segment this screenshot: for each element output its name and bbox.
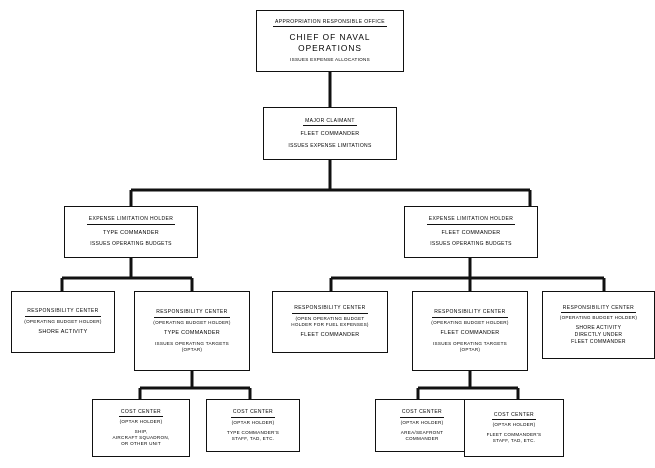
node-action: ISSUES OPERATING BUDGETS	[90, 241, 172, 248]
node-name: TYPE COMMANDER'S STAFF, TAD, ETC.	[226, 429, 280, 441]
node-responsibility-center-fleet-commander[interactable]: RESPONSIBILITY CENTER (OPERATING BUDGET …	[412, 291, 528, 371]
node-header: EXPENSE LIMITATION HOLDER	[426, 216, 516, 225]
node-name: TYPE COMMANDER	[102, 229, 160, 236]
node-appropriation-responsible-office[interactable]: APPROPRIATION RESPONSIBLE OFFICE CHIEF O…	[256, 10, 404, 72]
node-responsibility-center-shore-activity[interactable]: RESPONSIBILITY CENTER (OPERATING BUDGET …	[11, 291, 115, 353]
node-header: COST CENTER	[118, 409, 164, 418]
node-name: FLEET COMMANDER	[440, 329, 500, 336]
node-header: RESPONSIBILITY CENTER	[154, 309, 230, 318]
node-header: RESPONSIBILITY CENTER	[292, 305, 368, 314]
node-qualifier: (OPERATING BUDGET HOLDER)	[431, 319, 509, 325]
node-header: COST CENTER	[491, 412, 537, 421]
node-qualifier: (OPEN OPERATING BUDGET HOLDER FOR FUEL E…	[291, 315, 369, 327]
node-responsibility-center-fuel-expenses[interactable]: RESPONSIBILITY CENTER (OPEN OPERATING BU…	[272, 291, 388, 353]
node-cost-center-type-commander-staff[interactable]: COST CENTER (OPTAR HOLDER) TYPE COMMANDE…	[206, 399, 300, 452]
node-action: ISSUES OPERATING TARGETS (OPTAR)	[432, 340, 507, 352]
node-expense-limitation-holder-fleet-commander[interactable]: EXPENSE LIMITATION HOLDER FLEET COMMANDE…	[404, 206, 538, 258]
node-responsibility-center-shore-activity-under-fleet[interactable]: RESPONSIBILITY CENTER (OPERATING BUDGET …	[542, 291, 655, 359]
node-name: CHIEF OF NAVAL OPERATIONS	[289, 32, 371, 54]
node-header: COST CENTER	[399, 409, 445, 418]
node-qualifier: (OPERATING BUDGET HOLDER)	[24, 318, 102, 324]
node-name: SHIP, AIRCRAFT SQUADRON, OR OTHER UNIT	[112, 429, 170, 447]
node-header: RESPONSIBILITY CENTER	[25, 308, 101, 317]
node-cost-center-ship-unit[interactable]: COST CENTER (OPTAR HOLDER) SHIP, AIRCRAF…	[92, 399, 190, 457]
node-header: EXPENSE LIMITATION HOLDER	[86, 216, 176, 225]
node-header: APPROPRIATION RESPONSIBLE OFFICE	[273, 19, 387, 28]
node-major-claimant[interactable]: MAJOR CLAIMANT FLEET COMMANDER ISSUES EX…	[263, 107, 397, 160]
node-cost-center-area-seafront-commander[interactable]: COST CENTER (OPTAR HOLDER) AREA/SEAFRONT…	[375, 399, 469, 452]
node-header: COST CENTER	[230, 409, 276, 418]
node-qualifier: (OPTAR HOLDER)	[400, 419, 444, 425]
node-qualifier: (OPERATING BUDGET HOLDER)	[153, 319, 231, 325]
node-name: SHORE ACTIVITY DIRECTLY UNDER FLEET COMM…	[571, 325, 626, 345]
node-qualifier: (OPTAR HOLDER)	[231, 419, 275, 425]
node-qualifier: (OPERATING BUDGET HOLDER)	[559, 315, 638, 321]
node-header: MAJOR CLAIMANT	[303, 118, 357, 127]
node-action: ISSUES EXPENSE LIMITATIONS	[288, 142, 372, 149]
node-name: FLEET COMMANDER	[300, 131, 360, 138]
node-qualifier: (OPTAR HOLDER)	[119, 419, 163, 425]
node-name: FLEET COMMANDER	[441, 229, 501, 236]
node-name: FLEET COMMANDER'S STAFF, TAD, ETC.	[486, 432, 542, 444]
node-header: RESPONSIBILITY CENTER	[432, 309, 508, 318]
node-name: SHORE ACTIVITY	[38, 328, 88, 335]
node-expense-limitation-holder-type-commander[interactable]: EXPENSE LIMITATION HOLDER TYPE COMMANDER…	[64, 206, 198, 258]
node-action: ISSUES OPERATING TARGETS (OPTAR)	[154, 340, 229, 352]
node-header: RESPONSIBILITY CENTER	[560, 305, 637, 314]
node-name: TYPE COMMANDER	[163, 329, 221, 336]
node-action: ISSUES EXPENSE ALLOCATIONS	[290, 57, 370, 63]
node-name: FLEET COMMANDER	[300, 331, 360, 338]
node-responsibility-center-type-commander[interactable]: RESPONSIBILITY CENTER (OPERATING BUDGET …	[134, 291, 250, 371]
node-action: ISSUES OPERATING BUDGETS	[430, 241, 512, 248]
node-qualifier: (OPTAR HOLDER)	[492, 422, 536, 428]
node-cost-center-fleet-commander-staff[interactable]: COST CENTER (OPTAR HOLDER) FLEET COMMAND…	[464, 399, 564, 457]
node-name: AREA/SEAFRONT COMMANDER	[400, 429, 444, 441]
